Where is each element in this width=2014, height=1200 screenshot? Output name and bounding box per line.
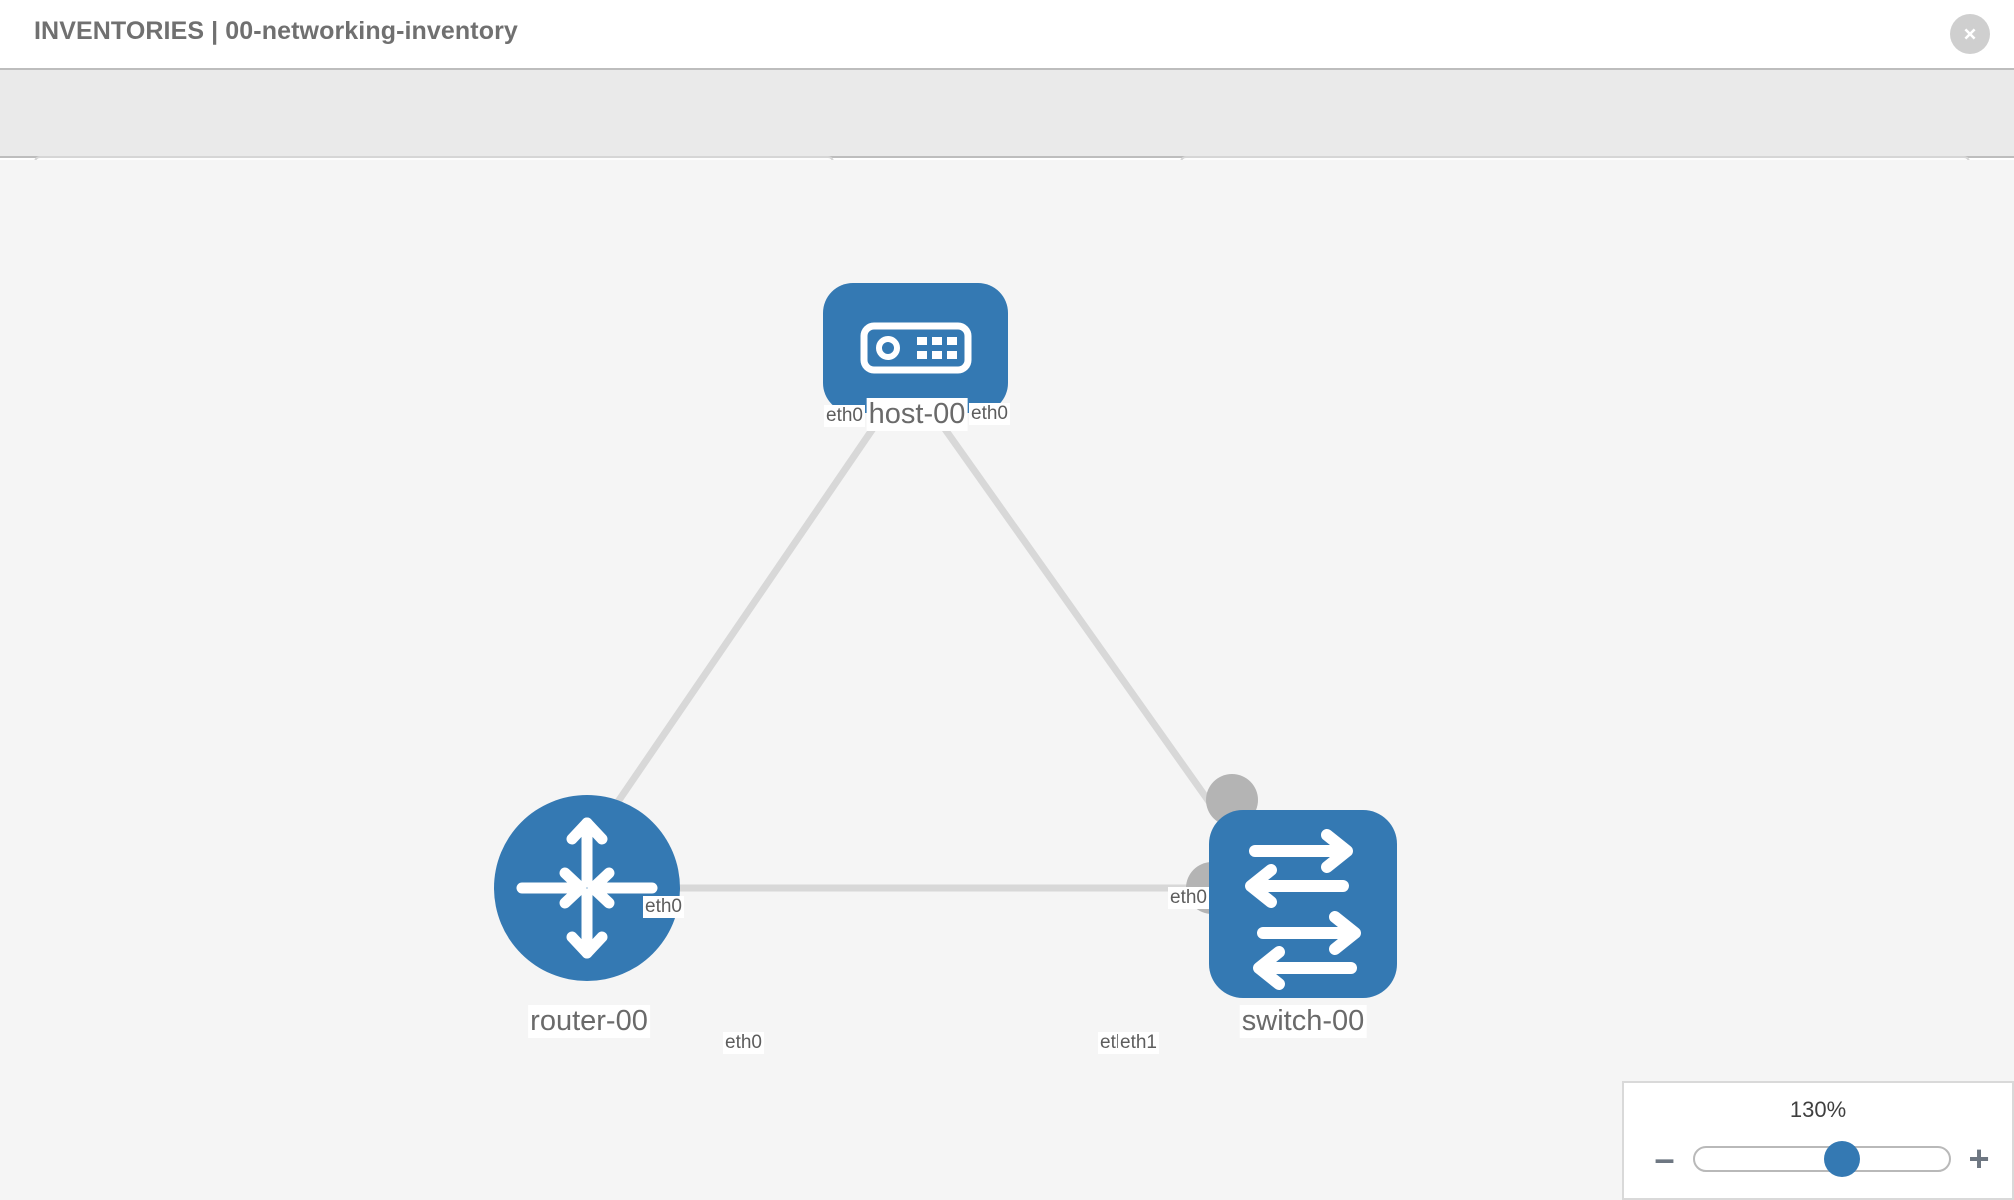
- node-label-switch-00: switch-00: [1239, 1005, 1367, 1038]
- node-host-00[interactable]: [823, 283, 1008, 413]
- iface-label-router00-eth0-right: eth0: [723, 1032, 764, 1054]
- edge-host00-switch00[interactable]: [927, 405, 1225, 823]
- iface-label-host00-eth0-left: eth0: [824, 405, 865, 427]
- page-title: INVENTORIES | 00-networking-inventory: [34, 17, 518, 45]
- page-header: INVENTORIES | 00-networking-inventory: [0, 0, 2014, 68]
- zoom-percentage-label: 130%: [1789, 1097, 1847, 1122]
- iface-label-router00-eth0-up: eth0: [643, 896, 684, 918]
- topology-canvas[interactable]: eth0 eth0 eth0 eth0 eth0 eth0 eth1 host-…: [0, 160, 2014, 1200]
- zoom-control-panel: 130% – +: [1622, 1081, 2014, 1200]
- zoom-in-button[interactable]: +: [1968, 1138, 1990, 1179]
- iface-label-switch00-eth0-up: eth0: [1168, 887, 1209, 909]
- zoom-out-button[interactable]: –: [1654, 1138, 1675, 1179]
- node-label-host-00: host-00: [866, 398, 968, 431]
- zoom-slider-track[interactable]: [1692, 1141, 1951, 1177]
- zoom-slider-row: – +: [1624, 1137, 2012, 1181]
- node-switch-00[interactable]: [1209, 810, 1397, 998]
- zoom-slider-thumb[interactable]: [1823, 1141, 1860, 1177]
- toolbar: ACTIONS SEARCH: [0, 68, 2014, 208]
- node-router-00[interactable]: [494, 795, 680, 981]
- iface-label-switch00-eth1-left: eth1: [1118, 1032, 1159, 1054]
- edge-host00-router00[interactable]: [597, 406, 890, 830]
- switch-arrows-icon: [1245, 829, 1361, 990]
- node-label-router-00: router-00: [528, 1005, 650, 1038]
- close-icon: [1964, 28, 1976, 40]
- router-arrows-icon: [516, 817, 658, 959]
- iface-label-host00-eth0-right: eth0: [969, 403, 1010, 425]
- server-icon: [860, 322, 972, 374]
- topology-graph: [494, 283, 1397, 998]
- close-button[interactable]: [1950, 14, 1990, 54]
